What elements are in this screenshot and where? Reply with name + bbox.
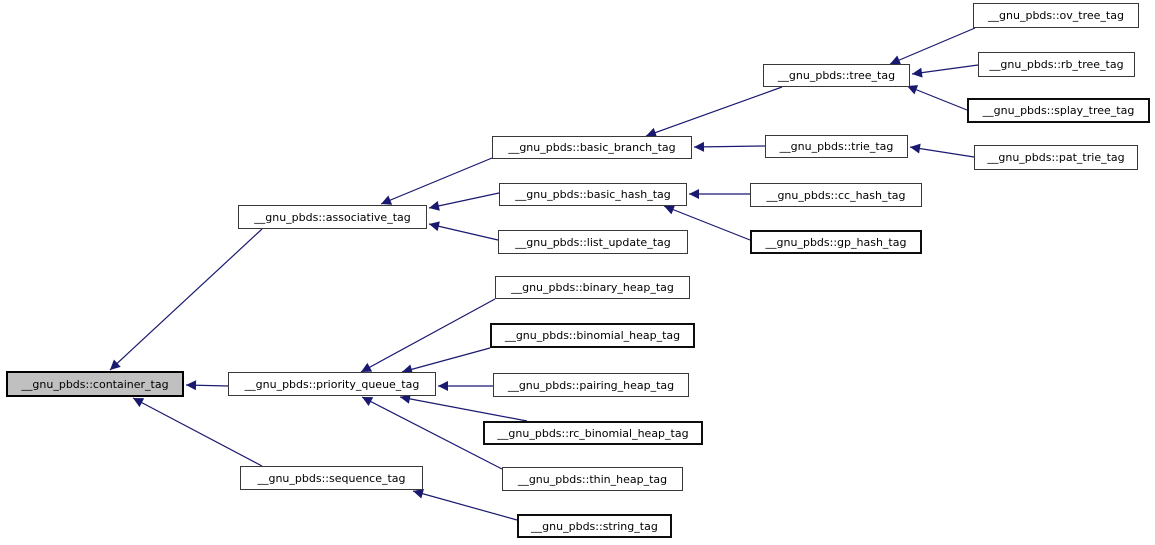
node-associative-tag[interactable]: __gnu_pbds::associative_tag (238, 205, 427, 229)
node-binomial-heap-tag[interactable]: __gnu_pbds::binomial_heap_tag (490, 323, 695, 348)
node-gp-hash-tag[interactable]: __gnu_pbds::gp_hash_tag (750, 230, 922, 254)
inheritance-edge-gp-hash-tag-to-basic-hash-tag (663, 205, 751, 241)
inheritance-edge-rb-tree-tag-to-tree-tag (911, 64, 979, 78)
node-list-update-tag[interactable]: __gnu_pbds::list_update_tag (498, 230, 688, 254)
node-priority-queue-tag[interactable]: __gnu_pbds::priority_queue_tag (228, 372, 436, 396)
node-trie-tag[interactable]: __gnu_pbds::trie_tag (765, 135, 908, 158)
inheritance-edge-trie-tag-to-basic-branch-tag (693, 141, 766, 152)
node-thin-heap-tag[interactable]: __gnu_pbds::thin_heap_tag (502, 467, 683, 491)
inheritance-edge-tree-tag-to-basic-branch-tag (645, 86, 783, 138)
inheritance-edge-basic-branch-tag-to-associative-tag (380, 157, 493, 205)
inheritance-edge-binomial-heap-tag-to-priority-queue-tag (401, 347, 491, 375)
node-tree-tag[interactable]: __gnu_pbds::tree_tag (763, 64, 910, 87)
inheritance-edge-sequence-tag-to-container-tag (132, 397, 263, 467)
node-basic-hash-tag[interactable]: __gnu_pbds::basic_hash_tag (499, 183, 687, 206)
inheritance-edge-binary-heap-tag-to-priority-queue-tag (360, 298, 496, 373)
inheritance-edge-basic-hash-tag-to-associative-tag (428, 192, 500, 211)
inheritance-edge-string-tag-to-sequence-tag (412, 488, 518, 521)
inheritance-edge-list-update-tag-to-associative-tag (428, 221, 499, 241)
node-pat-trie-tag[interactable]: __gnu_pbds::pat_trie_tag (974, 145, 1138, 170)
inheritance-edge-thin-heap-tag-to-priority-queue-tag (361, 396, 503, 470)
node-ov-tree-tag[interactable]: __gnu_pbds::ov_tree_tag (973, 3, 1139, 28)
node-string-tag[interactable]: __gnu_pbds::string_tag (517, 514, 672, 538)
node-basic-branch-tag[interactable]: __gnu_pbds::basic_branch_tag (492, 136, 692, 159)
inheritance-edge-priority-queue-tag-to-container-tag (185, 380, 229, 391)
node-rb-tree-tag[interactable]: __gnu_pbds::rb_tree_tag (978, 52, 1135, 77)
inheritance-edge-pat-trie-tag-to-trie-tag (909, 143, 975, 158)
node-cc-hash-tag[interactable]: __gnu_pbds::cc_hash_tag (750, 183, 922, 207)
inheritance-edge-rc-binomial-heap-tag-to-priority-queue-tag (399, 393, 528, 422)
node-sequence-tag[interactable]: __gnu_pbds::sequence_tag (240, 466, 423, 490)
node-container-tag: __gnu_pbds::container_tag (6, 371, 184, 397)
inheritance-edge-splay-tree-tag-to-tree-tag (906, 85, 968, 111)
node-rc-binomial-heap-tag[interactable]: __gnu_pbds::rc_binomial_heap_tag (483, 421, 703, 445)
inheritance-edge-associative-tag-to-container-tag (109, 228, 263, 371)
inheritance-edge-ov-tree-tag-to-tree-tag (889, 27, 976, 65)
node-pairing-heap-tag[interactable]: __gnu_pbds::pairing_heap_tag (493, 373, 689, 397)
node-splay-tree-tag[interactable]: __gnu_pbds::splay_tree_tag (967, 98, 1150, 123)
node-binary-heap-tag[interactable]: __gnu_pbds::binary_heap_tag (495, 276, 690, 299)
